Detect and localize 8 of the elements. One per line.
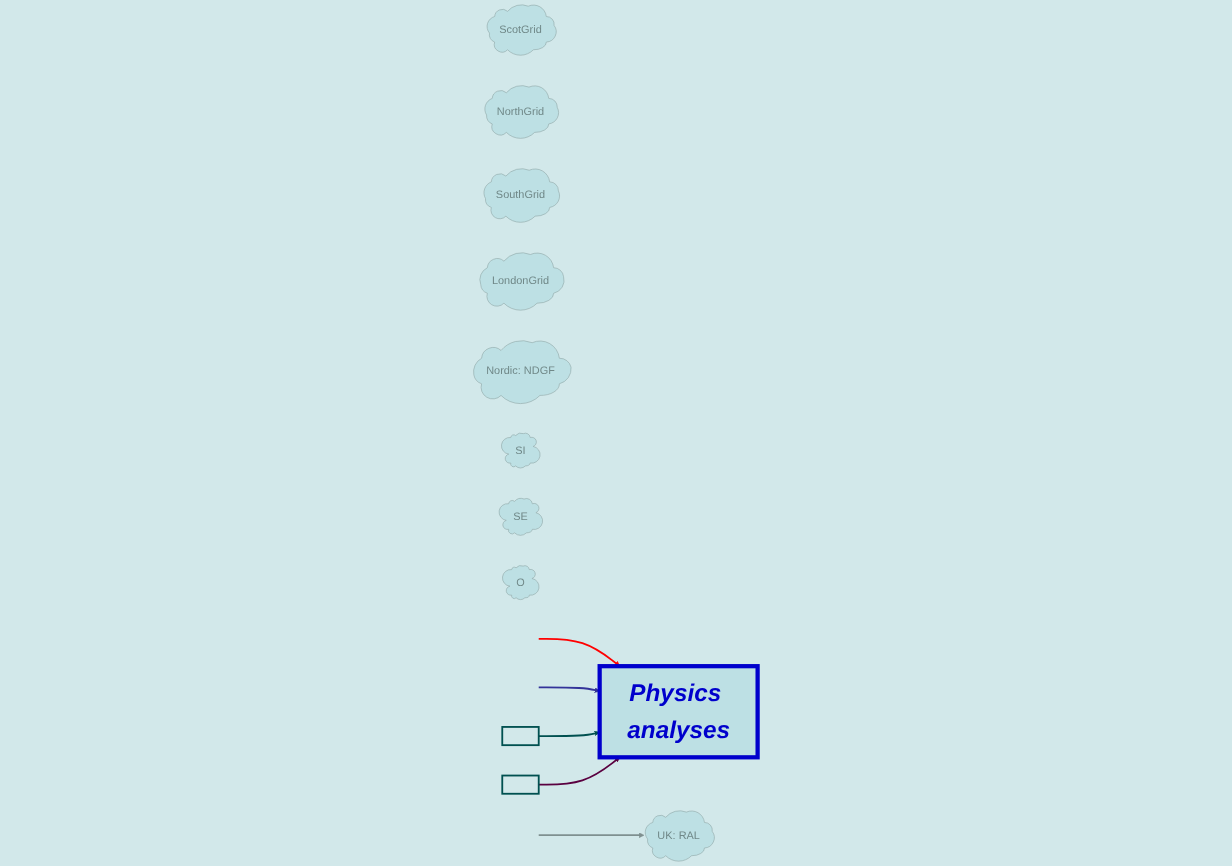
arrow [538,832,645,838]
arrow [538,730,601,737]
node-box [501,774,541,795]
arrow [538,757,621,786]
arrow [538,637,621,667]
arrow [538,686,601,693]
node-box [501,726,541,747]
node-box: Physics analyses [597,664,761,760]
